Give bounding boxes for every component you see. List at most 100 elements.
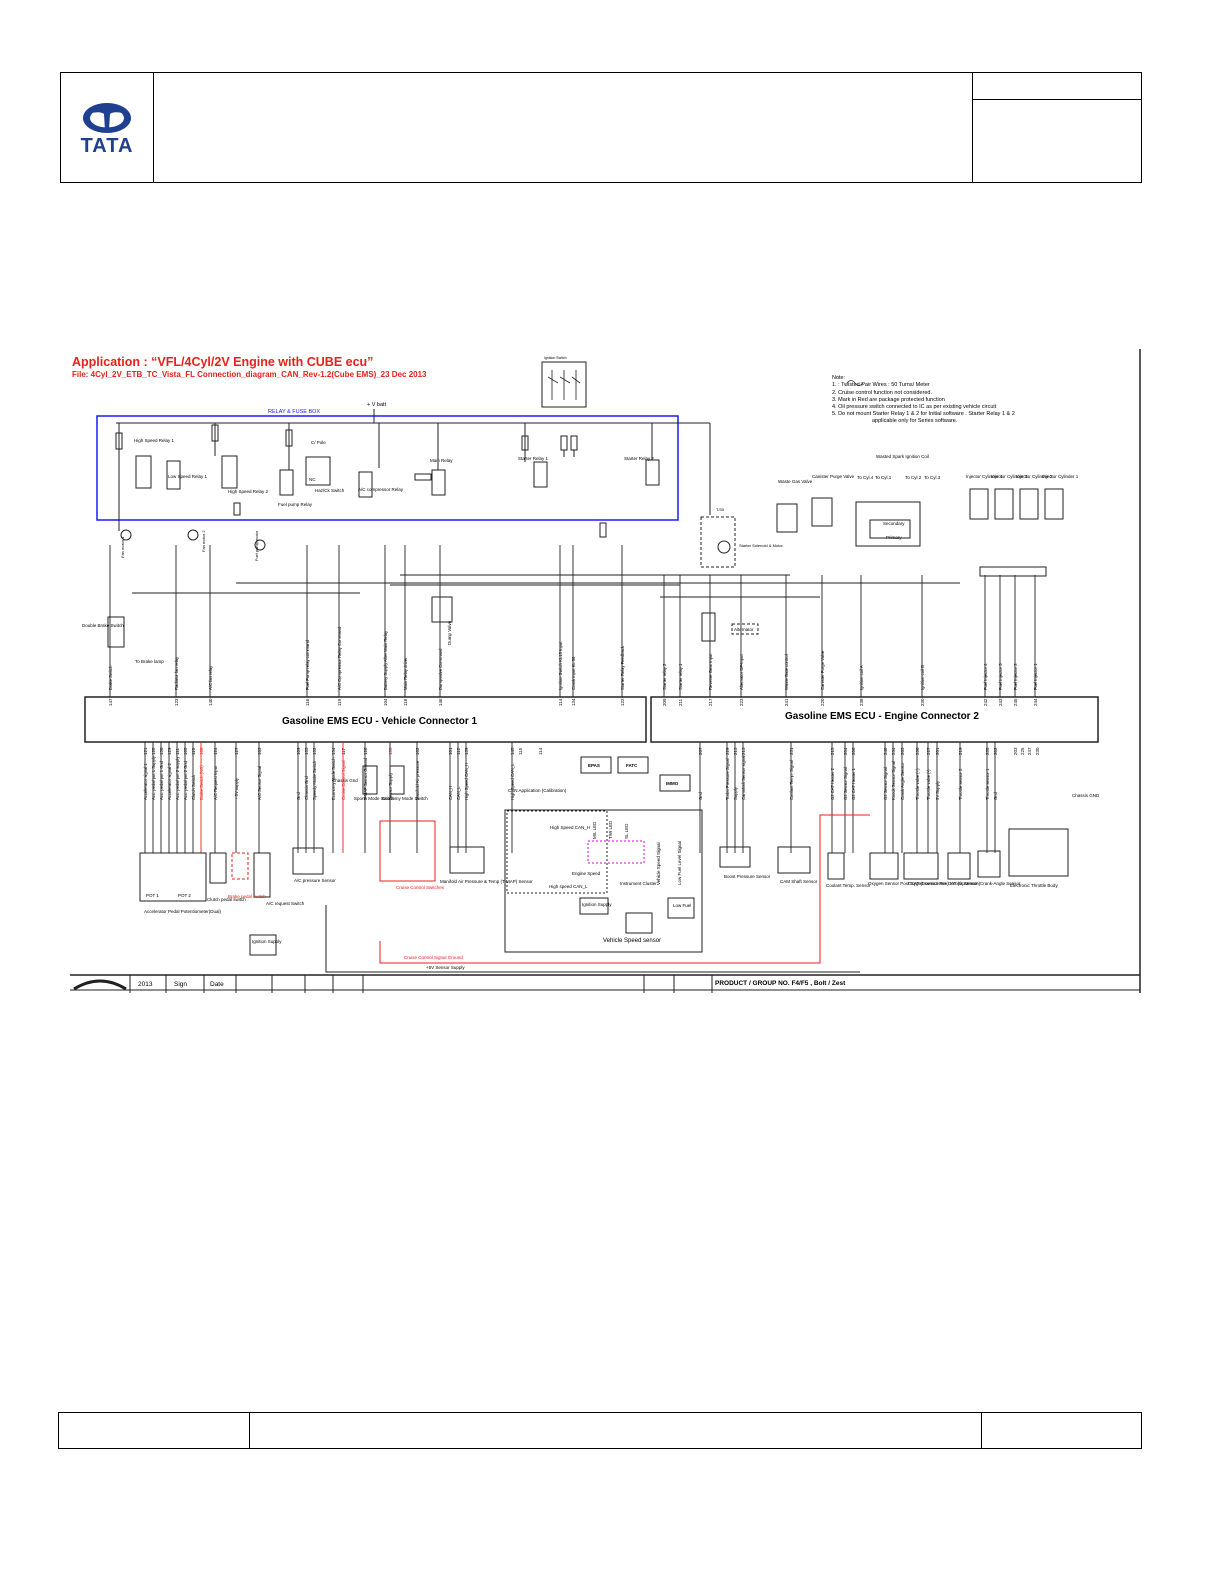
ecu1-top-signal: Fuel Pump relay command [305,639,310,690]
pot2: POT 2 [178,893,191,898]
note-1: 1. : Twisted Pair Wires : 50 Turns/ Mete… [832,382,930,388]
ecu1-bottom-pin: 152 [312,747,317,755]
ecu1-top-signal: Radiator fan relay [174,656,179,690]
ecu2-top-signal: Waste Gate control [784,654,789,690]
ecu2-top-signal: Canister Purge Valve [820,650,825,690]
ecu2-bottom-signal: O2 CAT Heater 2 [830,767,835,800]
ecu2-bottom-signal: Gnd [993,791,998,800]
ecu2-bottom-pin: 219 [958,747,963,755]
ecu1-bottom-pin: 101 [448,747,453,755]
relay-starter1: Starter Relay 1 [518,456,549,461]
ecu1-bottom-signal: CAN_L [456,786,461,800]
ecu1-bottom-pin: 115 [518,747,523,755]
brake-pedal-switch: Brake pedal switch [228,894,266,899]
sports-mode: Sports Mode Switch [354,796,395,801]
ecu2-top-pin: 245 [1013,698,1018,706]
ecu1-bottom-pin: 154 [331,747,336,755]
canister-purge-valve: Canister Purge Valve [812,474,855,479]
ecu1-top-signal: Ignition Switch KL15 Input [558,641,563,690]
sensor-supply: +5V Sensor Supply [426,965,465,970]
relay-ls1: Low Speed Relay 1 [168,474,208,479]
ecu2-top-pin: 220 [820,698,825,706]
ecu2-top-signal: Fuel Injector 4 [983,663,988,690]
ecu1-bottom-pin: 136 [159,747,164,755]
ecu1-bottom-signal: Brake Switch (NO) [199,765,204,800]
ecu2-bottom-signal: Crank Angle Sensor [900,762,905,800]
ecu1-bottom-pin: 130 [388,747,393,755]
low-fuel: Low Fuel [673,903,691,908]
instrument-cluster: Instrument Cluster [620,881,657,886]
ecu2-bottom-pin: 207 [698,747,703,755]
ecu1-top-pin: 122 [620,698,625,706]
ecu2-bottom-pin: 231 [789,747,794,755]
ecu1-title: Gasoline EMS ECU - Vehicle Connector 1 [282,716,477,727]
ecu1-bottom-pin: 112 [456,747,461,755]
ecu1-bottom-signal: + 5V supply [234,777,239,800]
tmap-sensor: Manifold Air Pressure & Temp (T-MAP) Sen… [440,879,533,884]
fan-motor-1: Fan motor 1 [120,536,125,558]
fan-motor-2: Fan motor 2 [201,530,206,552]
wiring-diagram: Application : “VFL/4Cyl/2V Engine with C… [60,345,1142,993]
ecu2-top-pin: 243 [998,698,1003,706]
ecu1-bottom-signal: T-MAP Sensor Ground [363,757,368,800]
ecu1-top-pin: 134 [571,698,576,706]
injector-1: Injector Cylinder 1 [1042,474,1079,479]
etb: Electronic Throttle Body [1010,883,1058,888]
fuel-pump-motor: Fuel pump motor [254,530,259,561]
coil-primary: Primary [886,535,902,540]
ecu1-bottom-signal: Speedy Mode Switch [312,760,317,800]
clutch-switch: Clutch pedal switch [207,897,246,902]
ecu1-bottom-pin: 111 [175,748,180,755]
ecu2-bottom-signal: O2 Sensor Signal [843,767,848,800]
ecu2-top-pin: 242 [983,698,988,706]
ecu1-bottom-signal: Accelerator signal 1 [143,763,148,800]
ac-pressure-sensor: A/C pressure Sensor [294,878,336,883]
relay-oilpole: C/ Pole [311,440,326,445]
mil-led: MIL LED [592,821,597,839]
coil-secondary: Secondary [883,521,905,526]
ecu2-top-pin: 238 [859,698,864,706]
tb-product: PRODUCT / GROUP NO. F4/F5 , Bolt / Zest [715,980,846,987]
relay-hazard: Haz/Ck Switch [315,488,345,493]
tb-sign: Sign [174,981,187,988]
ecu1-bottom-signal: Cruise Control Signal [341,760,346,800]
ecu1-bottom-pin: 105 [183,747,188,755]
ecu1-top-pin: 147 [108,698,113,706]
cruise-switches: Cruise Control Switches [396,885,445,890]
ignition-supply: Ignition Supply [252,939,282,944]
ecu2-bottom-signal: O2 Sensor Signal [883,767,888,800]
coolant-sensor: Coolant Temp. Sensor [826,883,871,888]
note-5: 5. Do not mount Starter Relay 1 & 2 for … [832,411,1015,417]
ecu2-top-pin: 241 [784,698,789,706]
ecu1-top-pin: 118 [403,698,408,706]
fatc: FATC [626,763,638,768]
ecu2-bottom-pin: 213 [733,747,738,755]
note-3: 3. Mark in Red are package protected fun… [832,397,945,403]
ecu2-bottom-signal: Throttle sensor 1 [985,768,990,800]
ecu1-bottom-pin: 117 [341,747,346,755]
relay-hs1: High Speed Relay 1 [134,438,175,443]
ecu2-top-pin: 223 [739,698,744,706]
relay-starter2: Starter Relay 2 [624,456,655,461]
ecu2-top-signal: Fuel Injector 3 [998,663,1003,690]
pot1: POT 1 [146,893,159,898]
ecu2-top-pin: 217 [708,698,713,706]
ecu1-top-signal: Battery Supply After Main Relay [383,630,388,690]
relay-fuse-box [96,415,679,521]
ecu1-bottom-signal: Accelerator signal 2 [167,763,172,800]
ecu2-bottom-signal: Coolant Temp. Signal [789,760,794,800]
to-brake-lamp: To Brake lamp [135,659,164,664]
sl-led: SL LED [624,823,629,839]
relay-hs2: High Speed Relay 2 [228,489,269,494]
ecu1-bottom-signal: Acc. pedal pot 2 Gnd [183,760,188,800]
logo-cell: TATA [61,73,154,182]
ecu2-bottom-pin: 247 [1027,747,1032,755]
hs-can-l: High speed CAN_L [549,884,588,889]
ecu2-bottom-signal: Camshaft Sensor signal [741,755,746,800]
ecu2-bottom-signal: Throttle sensor 2 [958,768,963,800]
hs-can-h: High Speed CAN_H [550,825,590,830]
tw-led: T/W LED [608,820,613,839]
can-application: CAN Application (Calibration) [508,788,567,793]
ecu2-top-signal: Starter relay 2 [662,663,667,690]
economy-mode: Economy Mode Switch [382,796,428,801]
